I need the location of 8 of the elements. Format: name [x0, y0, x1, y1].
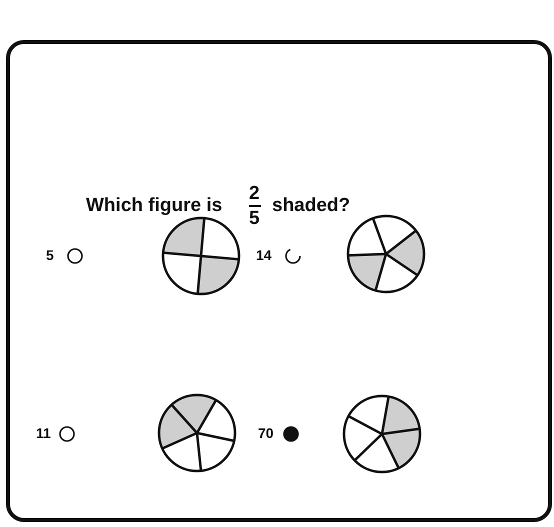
fraction-denominator: 5 [249, 208, 260, 230]
option-number: 14 [256, 247, 272, 263]
question-text: Which figure is [86, 195, 222, 217]
question-text: shaded? [272, 195, 350, 217]
option-number: 11 [36, 425, 51, 441]
option-number: 5 [46, 247, 54, 263]
fraction-numerator: 2 [249, 183, 260, 205]
option-number: 70 [258, 425, 274, 441]
